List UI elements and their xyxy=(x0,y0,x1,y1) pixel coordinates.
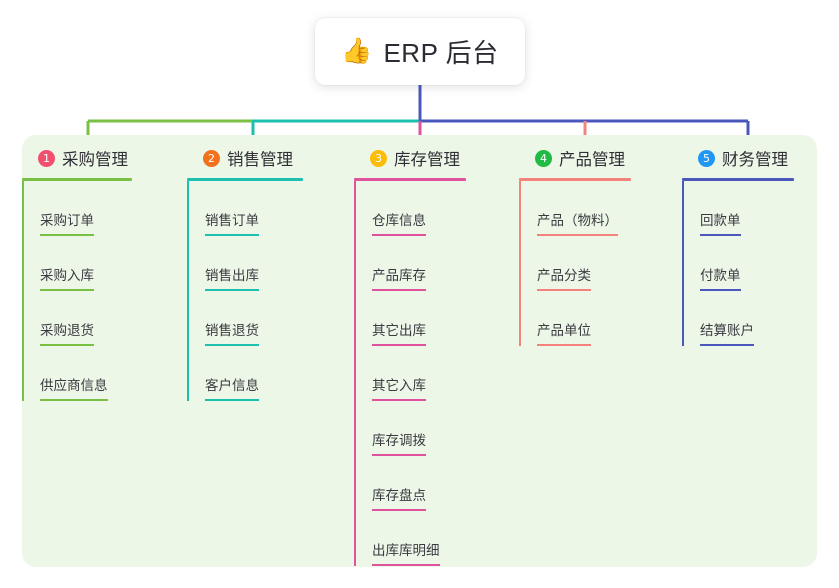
leaf-item-label: 采购入库 xyxy=(40,264,94,291)
leaf-item-label: 客户信息 xyxy=(205,374,259,401)
leaf-item-label: 库存调拨 xyxy=(372,429,426,456)
leaf-item[interactable]: 采购退货 xyxy=(22,291,132,346)
root-node-content: 👍 ERP 后台 xyxy=(341,33,498,70)
leaf-item[interactable]: 付款单 xyxy=(682,236,794,291)
column-2[interactable]: 2 销售管理销售订单销售出库销售退货客户信息 xyxy=(187,145,303,401)
column-header-4[interactable]: 4 产品管理 xyxy=(519,145,631,171)
leaf-item[interactable]: 产品单位 xyxy=(519,291,631,346)
leaf-item[interactable]: 库存调拨 xyxy=(354,401,466,456)
column-spine xyxy=(519,181,521,346)
leaf-item[interactable]: 供应商信息 xyxy=(22,346,132,401)
column-items: 产品（物料） 产品分类产品单位 xyxy=(519,181,631,346)
leaf-item-label: 产品单位 xyxy=(537,319,591,346)
leaf-item[interactable]: 采购入库 xyxy=(22,236,132,291)
column-title: 财务管理 xyxy=(722,151,788,169)
leaf-item-label: 销售退货 xyxy=(205,319,259,346)
column-header-5[interactable]: 5 财务管理 xyxy=(682,145,794,171)
root-node[interactable]: 👍 ERP 后台 xyxy=(315,18,525,85)
column-spine xyxy=(682,181,684,346)
leaf-item-label: 其它出库 xyxy=(372,319,426,346)
leaf-item-label: 销售订单 xyxy=(205,209,259,236)
leaf-item-label: 结算账户 xyxy=(700,319,754,346)
column-5[interactable]: 5 财务管理回款单付款单结算账户 xyxy=(682,145,794,346)
leaf-item[interactable]: 销售退货 xyxy=(187,291,303,346)
leaf-item-label: 供应商信息 xyxy=(40,374,108,401)
column-1[interactable]: 1 采购管理采购订单采购入库采购退货供应商信息 xyxy=(22,145,132,401)
leaf-item[interactable]: 结算账户 xyxy=(682,291,794,346)
column-title: 销售管理 xyxy=(227,151,293,169)
column-3[interactable]: 3 库存管理仓库信息产品库存其它出库其它入库库存调拨库存盘点出库库明细 xyxy=(354,145,466,566)
column-number-badge: 5 xyxy=(698,149,715,167)
leaf-item[interactable]: 产品分类 xyxy=(519,236,631,291)
leaf-item-label: 出库库明细 xyxy=(372,539,440,566)
column-header-3[interactable]: 3 库存管理 xyxy=(354,145,466,171)
column-underline xyxy=(354,178,466,181)
column-number-badge: 1 xyxy=(38,149,55,167)
column-number-badge: 2 xyxy=(203,149,220,167)
leaf-item-label: 回款单 xyxy=(700,209,741,236)
leaf-item[interactable]: 产品（物料） xyxy=(519,181,631,236)
column-underline xyxy=(22,178,132,181)
leaf-item-label: 产品分类 xyxy=(537,264,591,291)
column-number-badge: 4 xyxy=(535,149,552,167)
column-underline xyxy=(682,178,794,181)
column-title: 产品管理 xyxy=(559,151,625,169)
leaf-item-label: 销售出库 xyxy=(205,264,259,291)
leaf-item-label: 付款单 xyxy=(700,264,741,291)
column-4[interactable]: 4 产品管理产品（物料） 产品分类产品单位 xyxy=(519,145,631,346)
column-items: 采购订单采购入库采购退货供应商信息 xyxy=(22,181,132,401)
column-items: 销售订单销售出库销售退货客户信息 xyxy=(187,181,303,401)
leaf-item[interactable]: 销售订单 xyxy=(187,181,303,236)
root-node-title: ERP 后台 xyxy=(383,38,499,68)
column-number-badge: 3 xyxy=(370,149,387,167)
leaf-item[interactable]: 出库库明细 xyxy=(354,511,466,566)
column-header-1[interactable]: 1 采购管理 xyxy=(22,145,132,171)
leaf-item[interactable]: 其它出库 xyxy=(354,291,466,346)
column-items: 回款单付款单结算账户 xyxy=(682,181,794,346)
branches-panel xyxy=(22,135,817,567)
column-underline xyxy=(519,178,631,181)
leaf-item-label: 其它入库 xyxy=(372,374,426,401)
leaf-item[interactable]: 销售出库 xyxy=(187,236,303,291)
column-items: 仓库信息产品库存其它出库其它入库库存调拨库存盘点出库库明细 xyxy=(354,181,466,566)
column-spine xyxy=(187,181,189,401)
leaf-item-label: 产品（物料） xyxy=(537,209,618,236)
thumbs-up-icon: 👍 xyxy=(341,37,373,65)
column-underline xyxy=(187,178,303,181)
leaf-item-label: 库存盘点 xyxy=(372,484,426,511)
column-title: 采购管理 xyxy=(62,151,128,169)
leaf-item[interactable]: 采购订单 xyxy=(22,181,132,236)
leaf-item-label: 采购退货 xyxy=(40,319,94,346)
column-spine xyxy=(22,181,24,401)
leaf-item[interactable]: 库存盘点 xyxy=(354,456,466,511)
leaf-item[interactable]: 仓库信息 xyxy=(354,181,466,236)
leaf-item[interactable]: 客户信息 xyxy=(187,346,303,401)
leaf-item[interactable]: 回款单 xyxy=(682,181,794,236)
column-spine xyxy=(354,181,356,566)
column-title: 库存管理 xyxy=(394,151,460,169)
leaf-item[interactable]: 其它入库 xyxy=(354,346,466,401)
leaf-item[interactable]: 产品库存 xyxy=(354,236,466,291)
leaf-item-label: 采购订单 xyxy=(40,209,94,236)
leaf-item-label: 产品库存 xyxy=(372,264,426,291)
leaf-item-label: 仓库信息 xyxy=(372,209,426,236)
column-header-2[interactable]: 2 销售管理 xyxy=(187,145,303,171)
